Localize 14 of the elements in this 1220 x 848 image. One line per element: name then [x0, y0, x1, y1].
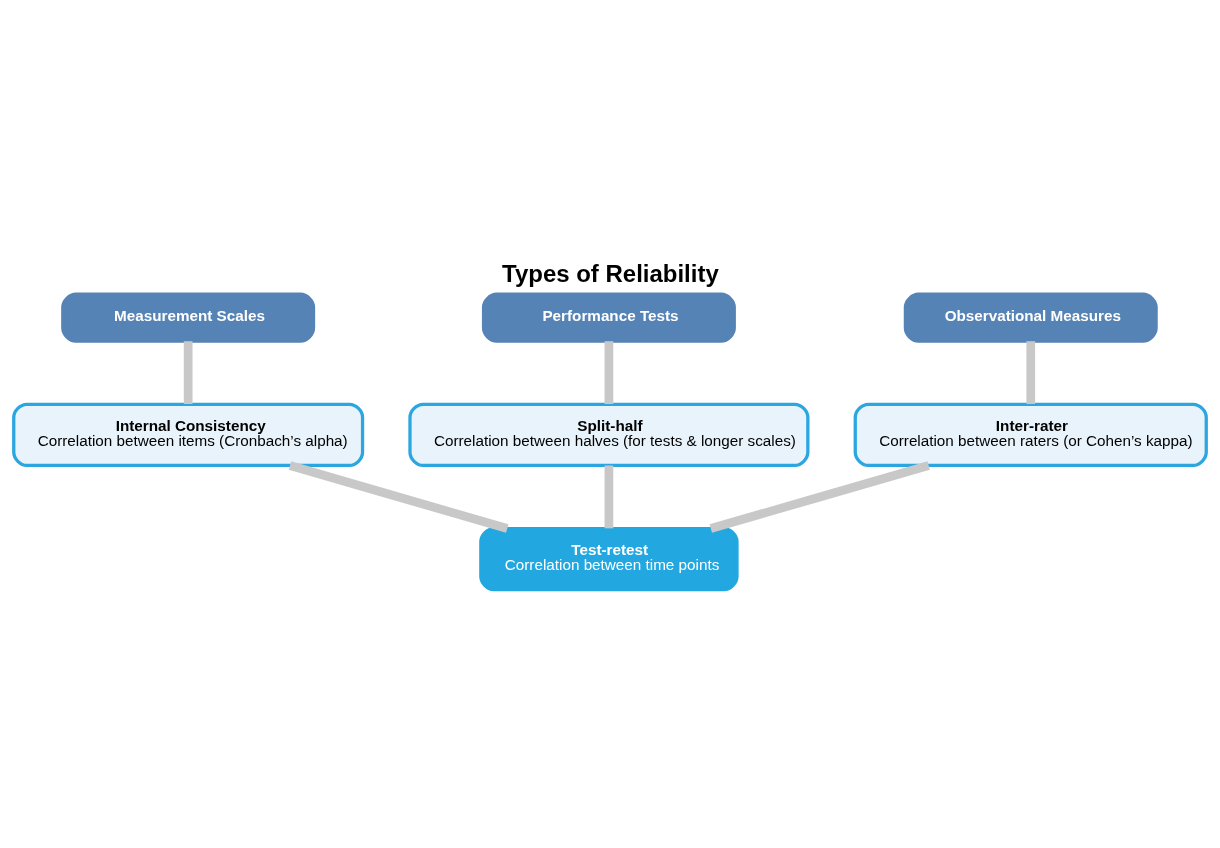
node-box: Performance Tests: [481, 292, 736, 343]
node-box: Split-half Correlation between halves (for tests & longer scales): [408, 402, 810, 467]
node-box: Inter-rater Correlation between raters (or Cohen’s kappa): [853, 402, 1208, 467]
node-box: Measurement Scales: [61, 292, 316, 343]
connector: [604, 340, 614, 404]
connector: [604, 465, 614, 528]
node-box: Internal Consistency Correlation between items (Cronbach’s alpha): [12, 402, 365, 467]
connector: [288, 460, 509, 533]
connector: [183, 340, 193, 404]
diagram-title: Types of Reliability: [502, 259, 719, 287]
connector: [1026, 340, 1036, 404]
connector: [709, 460, 930, 533]
node-box: Observational Measures: [903, 292, 1158, 343]
node-box: Test-retest Correlation between time points: [479, 526, 739, 591]
